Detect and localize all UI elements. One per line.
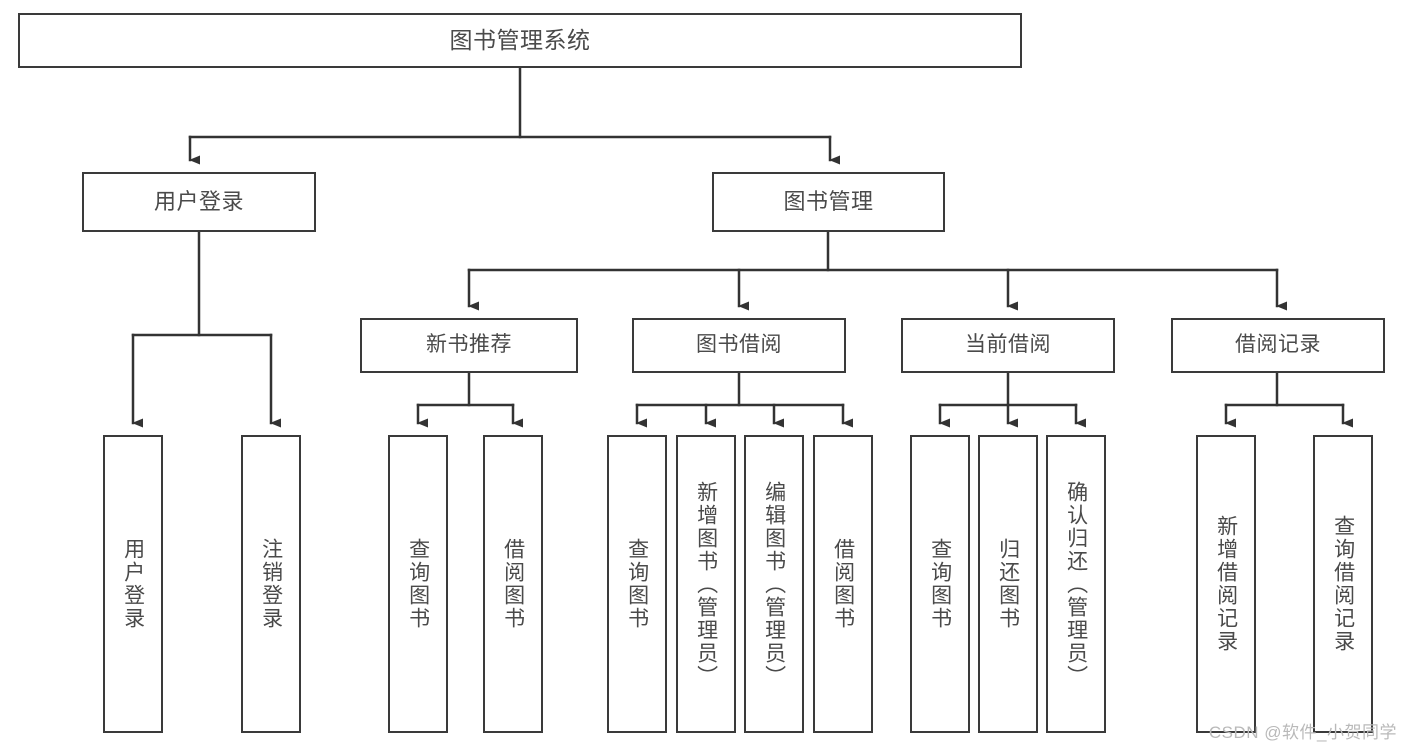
node-current-borrow[interactable]: 当前借阅 <box>901 318 1115 373</box>
leaf-borrow-borrow-book[interactable]: 借阅图书 <box>813 435 873 733</box>
leaf-new-book-query[interactable]: 查询图书 <box>388 435 448 733</box>
leaf-borrow-add-book-admin[interactable]: 新增图书（管理员） <box>676 435 736 733</box>
leaf-record-add-record[interactable]: 新增借阅记录 <box>1196 435 1256 733</box>
node-root-system[interactable]: 图书管理系统 <box>18 13 1022 68</box>
node-label: 新增借阅记录 <box>1214 515 1238 653</box>
node-label: 图书管理系统 <box>449 26 591 53</box>
leaf-borrow-edit-book-admin[interactable]: 编辑图书（管理员） <box>744 435 804 733</box>
watermark-text: CSDN @软件_小贺同学 <box>1208 723 1397 742</box>
node-label: 当前借阅 <box>965 333 1051 357</box>
node-label: 查询图书 <box>928 538 952 630</box>
leaf-user-login-login[interactable]: 用户登录 <box>103 435 163 733</box>
node-borrow-record[interactable]: 借阅记录 <box>1171 318 1385 373</box>
node-label: 图书借阅 <box>696 333 782 357</box>
node-label: 用户登录 <box>153 189 244 215</box>
leaf-user-login-logout[interactable]: 注销登录 <box>241 435 301 733</box>
node-label: 借阅记录 <box>1235 333 1321 357</box>
node-label: 查询图书 <box>625 538 649 630</box>
leaf-current-confirm-return-admin[interactable]: 确认归还（管理员） <box>1046 435 1106 733</box>
node-label: 图书管理 <box>783 189 874 215</box>
leaf-current-return-book[interactable]: 归还图书 <box>978 435 1038 733</box>
node-user-login[interactable]: 用户登录 <box>82 172 316 232</box>
node-label: 借阅图书 <box>501 538 525 630</box>
leaf-new-book-borrow[interactable]: 借阅图书 <box>483 435 543 733</box>
node-new-book-recommend[interactable]: 新书推荐 <box>360 318 578 373</box>
node-label: 查询借阅记录 <box>1331 515 1355 653</box>
node-label: 编辑图书（管理员） <box>762 480 786 688</box>
node-label: 确认归还（管理员） <box>1064 480 1088 688</box>
node-book-borrow[interactable]: 图书借阅 <box>632 318 846 373</box>
node-label: 归还图书 <box>996 538 1020 630</box>
node-label: 用户登录 <box>121 538 145 630</box>
node-label: 注销登录 <box>259 538 283 630</box>
leaf-borrow-query-book[interactable]: 查询图书 <box>607 435 667 733</box>
node-label: 借阅图书 <box>831 538 855 630</box>
leaf-current-query-book[interactable]: 查询图书 <box>910 435 970 733</box>
node-book-management[interactable]: 图书管理 <box>712 172 945 232</box>
node-label: 新书推荐 <box>426 333 512 357</box>
leaf-record-query-record[interactable]: 查询借阅记录 <box>1313 435 1373 733</box>
node-label: 查询图书 <box>406 538 430 630</box>
node-label: 新增图书（管理员） <box>694 480 718 688</box>
